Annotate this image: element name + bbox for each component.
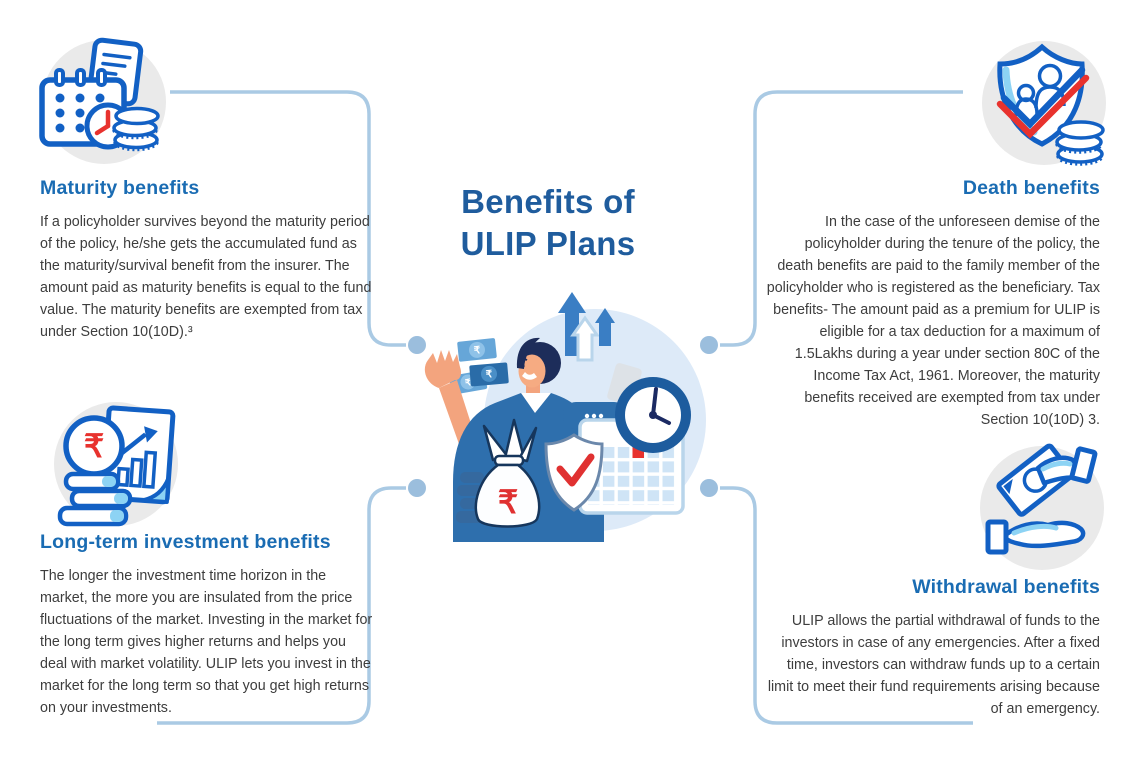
page-title: Benefits of ULIP Plans bbox=[398, 181, 698, 265]
maturity-heading: Maturity benefits bbox=[40, 177, 200, 199]
money-bag-icon: ₹ bbox=[474, 418, 541, 528]
rupee-symbol: ₹ bbox=[84, 428, 104, 464]
rupee-symbol: ₹ bbox=[498, 484, 518, 520]
shield-family-check-coins-icon bbox=[982, 41, 1106, 166]
receiving-hand-icon bbox=[985, 519, 1086, 555]
withdrawal-body: ULIP allows the partial withdrawal of fu… bbox=[767, 613, 1100, 717]
smile bbox=[522, 372, 537, 380]
title-line-1: Benefits of bbox=[461, 183, 635, 220]
calendar-document-coins-clock-icon bbox=[39, 37, 166, 164]
maturity-benefits-section: Maturity benefits If a policyholder surv… bbox=[40, 177, 374, 343]
face bbox=[518, 354, 546, 388]
coin-stack-icon bbox=[1055, 120, 1105, 166]
connector-top-right bbox=[720, 90, 963, 347]
rupee-symbol: ₹ bbox=[464, 377, 472, 388]
death-heading: Death benefits bbox=[962, 177, 1100, 199]
maturity-body: If a policyholder survives beyond the ma… bbox=[40, 214, 372, 340]
giving-hand-icon bbox=[1035, 446, 1098, 486]
coin-stack-icon bbox=[112, 106, 160, 152]
bar-chart-icon bbox=[116, 450, 158, 489]
ulip-illustration: ₹ ₹ ₹ bbox=[424, 292, 706, 542]
growth-chart-rupee-coin-icon: ₹ bbox=[54, 402, 178, 527]
shield-check-icon bbox=[544, 433, 604, 512]
connector-bottom-left bbox=[157, 486, 406, 725]
hands-exchanging-money-icon bbox=[980, 443, 1104, 570]
longterm-body: The longer the investment time horizon i… bbox=[40, 568, 373, 716]
connector-dot bbox=[408, 336, 426, 354]
coin-slabs-icon bbox=[57, 471, 133, 527]
death-benefits-section: Death benefits In the case of the unfore… bbox=[766, 177, 1100, 431]
clock-icon bbox=[615, 377, 691, 453]
death-body: In the case of the unforeseen demise of … bbox=[766, 214, 1100, 428]
withdrawal-heading: Withdrawal benefits bbox=[912, 576, 1100, 598]
longterm-benefits-section: Long-term investment benefits The longer… bbox=[40, 531, 374, 719]
red-check-icon bbox=[996, 74, 1090, 139]
connector-dot bbox=[700, 336, 718, 354]
connector-top-left bbox=[170, 90, 406, 347]
waving-hand bbox=[424, 350, 462, 388]
connector-dot bbox=[408, 479, 426, 497]
rupee-coin-icon: ₹ bbox=[63, 415, 125, 477]
longterm-heading: Long-term investment benefits bbox=[40, 531, 331, 553]
rupee-symbol: ₹ bbox=[473, 345, 481, 357]
withdrawal-benefits-section: Withdrawal benefits ULIP allows the part… bbox=[766, 576, 1100, 720]
up-arrows-icon bbox=[558, 292, 615, 362]
rupee-symbol: ₹ bbox=[485, 369, 493, 381]
title-line-2: ULIP Plans bbox=[460, 225, 636, 262]
connector-bottom-right bbox=[720, 486, 973, 725]
up-arrow-icon bbox=[144, 426, 158, 443]
shirt-collar bbox=[521, 393, 551, 413]
blue-check-icon bbox=[1000, 66, 1086, 129]
marked-date bbox=[632, 447, 644, 458]
connector-dot bbox=[700, 479, 718, 497]
